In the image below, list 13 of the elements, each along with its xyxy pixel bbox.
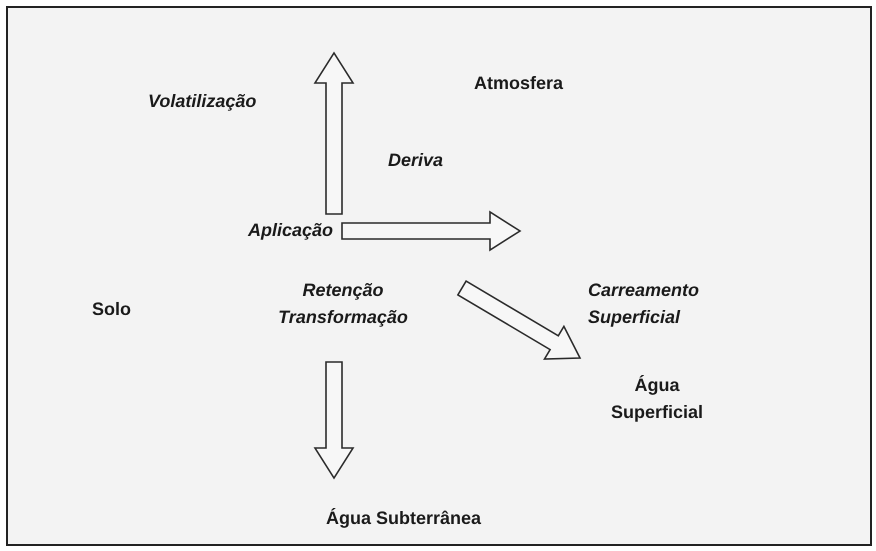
edge-label: Volatilização bbox=[148, 90, 258, 113]
block-arrow bbox=[314, 361, 354, 480]
node-label: Aplicação bbox=[248, 217, 338, 244]
node-label: Água Subterrânea bbox=[326, 505, 516, 532]
edge-label: Carreamento Superficial bbox=[588, 279, 700, 329]
node-label: Retenção Transformação bbox=[263, 277, 423, 331]
block-arrow bbox=[341, 210, 522, 252]
node-label: Solo bbox=[92, 296, 152, 323]
block-arrow bbox=[456, 280, 582, 360]
node-label: Água Superficial bbox=[592, 372, 722, 426]
edge-label: Deriva bbox=[388, 149, 444, 172]
block-arrow bbox=[314, 52, 354, 215]
node-label: Atmosfera bbox=[474, 70, 604, 97]
